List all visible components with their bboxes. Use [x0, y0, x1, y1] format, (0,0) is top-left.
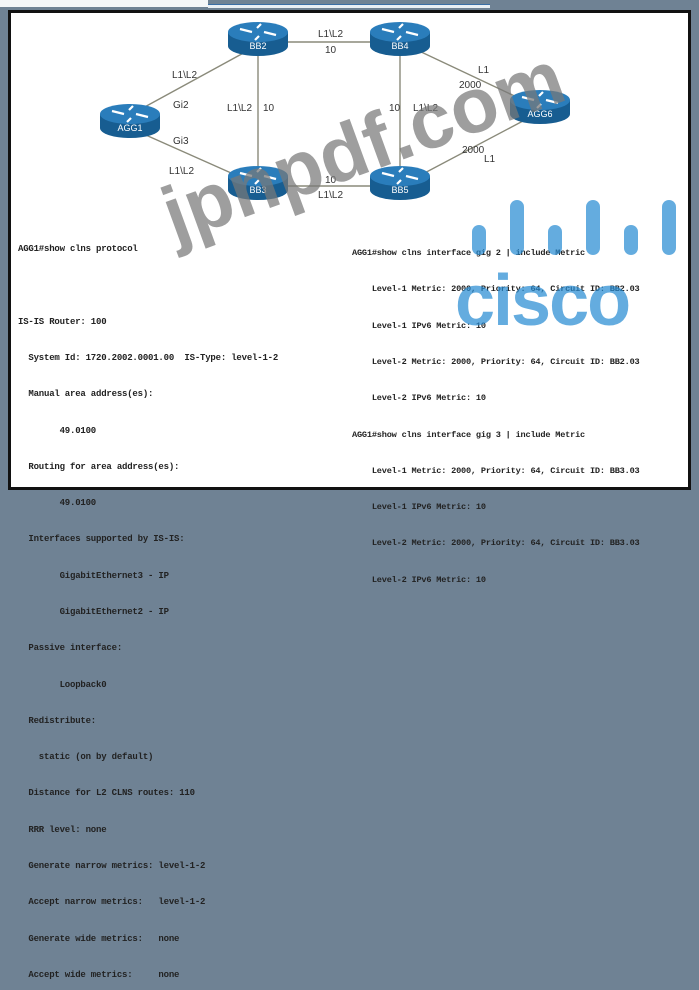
cli-line: Loopback0: [18, 679, 107, 690]
cli-line: Level-1 Metric: 2000, Priority: 64, Circ…: [352, 465, 640, 476]
router-agg1: AGG1: [98, 102, 162, 140]
cli-line: Level-1 IPv6 Metric: 10: [352, 502, 486, 513]
link-metric-label: 2000: [459, 80, 482, 91]
link-agg1-bb2: [129, 44, 259, 116]
link-level-label: L1\L2: [318, 190, 343, 201]
cli-output-show-clns-protocol: AGG1#show clns protocol IS-IS Router: 10…: [18, 219, 278, 990]
router-label: AGG1: [117, 123, 142, 133]
link-level-label: L1\L2: [169, 166, 194, 177]
link-metric-label: 2000: [462, 145, 485, 156]
cli-line: Level-2 Metric: 2000, Priority: 64, Circ…: [352, 357, 640, 368]
cli-line: System Id: 1720.2002.0001.00 IS-Type: le…: [18, 353, 279, 364]
cli-line: Redistribute:: [18, 715, 97, 726]
cli-line: RRR level: none: [18, 824, 107, 835]
interface-label: Gi2: [173, 100, 189, 111]
router-label: BB5: [391, 185, 408, 195]
cli-line: Level-2 Metric: 2000, Priority: 64, Circ…: [352, 538, 640, 549]
link-metric-label: 10: [325, 175, 337, 186]
cli-line: 49.0100: [18, 425, 97, 436]
link-level-label: L1\L2: [413, 103, 438, 114]
top-tab: [208, 4, 490, 8]
cli-line: Accept narrow metrics: level-1-2: [18, 897, 206, 908]
cli-line: [18, 279, 278, 291]
cli-line: Level-1 Metric: 2000, Priority: 64, Circ…: [352, 284, 640, 295]
link-level-label: L1: [484, 154, 496, 165]
link-metric-label: 10: [263, 103, 275, 114]
cli-line: Accept wide metrics: none: [18, 969, 180, 980]
link-level-label: L1\L2: [318, 29, 343, 40]
cli-line: Distance for L2 CLNS routes: 110: [18, 788, 195, 799]
cli-line: GigabitEthernet2 - IP: [18, 607, 169, 617]
exhibit-panel: [8, 10, 691, 490]
router-label: BB3: [249, 185, 266, 195]
cli-line: Level-2 IPv6 Metric: 10: [352, 574, 486, 585]
router-bb2: BB2: [226, 20, 290, 58]
cli-line: Generate wide metrics: none: [18, 933, 180, 944]
cli-line: Level-2 IPv6 Metric: 10: [352, 393, 486, 404]
cli-line: 49.0100: [18, 498, 97, 509]
cli-line: static (on by default): [18, 752, 154, 763]
link-metric-label: 10: [325, 45, 337, 56]
link-level-label: L1: [478, 65, 490, 76]
link-level-label: L1\L2: [172, 70, 197, 81]
cli-line: AGG1#show clns interface gig 3 | include…: [352, 429, 585, 440]
cisco-logo-bars-icon: [472, 200, 676, 255]
cli-line: Routing for area address(es):: [18, 461, 180, 472]
interface-label: Gi3: [173, 136, 189, 147]
top-strip: [0, 0, 208, 7]
link-metric-label: 10: [389, 103, 401, 114]
router-label: AGG6: [527, 109, 552, 119]
router-bb5: BB5: [368, 164, 432, 202]
network-topology: AGG1 BB2 BB3 BB4 BB5 AGG6 L1\L2 Gi2 Gi3 …: [98, 20, 572, 202]
cli-line: Passive interface:: [18, 643, 123, 654]
cli-line: Manual area address(es):: [18, 389, 154, 400]
router-agg6: AGG6: [508, 88, 572, 126]
link-level-label: L1\L2: [227, 103, 252, 114]
cli-line: Interfaces supported by IS-IS:: [18, 534, 185, 545]
router-label: BB4: [391, 41, 408, 51]
cli-line: GigabitEthernet3 - IP: [18, 570, 169, 581]
cisco-logo-watermark: cisco: [455, 261, 631, 341]
router-label: BB2: [249, 41, 266, 51]
cli-line: AGG1#show clns protocol: [18, 244, 138, 255]
cli-line: IS-IS Router: 100: [18, 316, 107, 327]
cli-line: Level-1 IPv6 Metric: 10: [352, 320, 486, 331]
router-bb4: BB4: [368, 20, 432, 58]
cli-line: Generate narrow metrics: level-1-2: [18, 860, 206, 871]
router-bb3: BB3: [226, 164, 290, 202]
